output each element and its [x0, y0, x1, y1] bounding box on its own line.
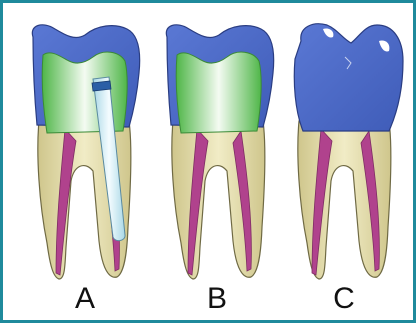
tooth-label-b: B	[207, 282, 227, 315]
tooth-b	[166, 25, 273, 279]
tooth-a-core	[42, 52, 127, 133]
tooth-label-c: C	[333, 282, 355, 315]
tooth-c-full-crown	[294, 24, 403, 131]
tooth-a-post-collar	[92, 81, 111, 91]
tooth-c	[294, 24, 403, 279]
tooth-label-a: A	[75, 282, 95, 315]
tooth-a	[32, 25, 139, 279]
tooth-restorations-diagram: A B C	[3, 3, 416, 326]
tooth-b-core	[176, 52, 261, 133]
